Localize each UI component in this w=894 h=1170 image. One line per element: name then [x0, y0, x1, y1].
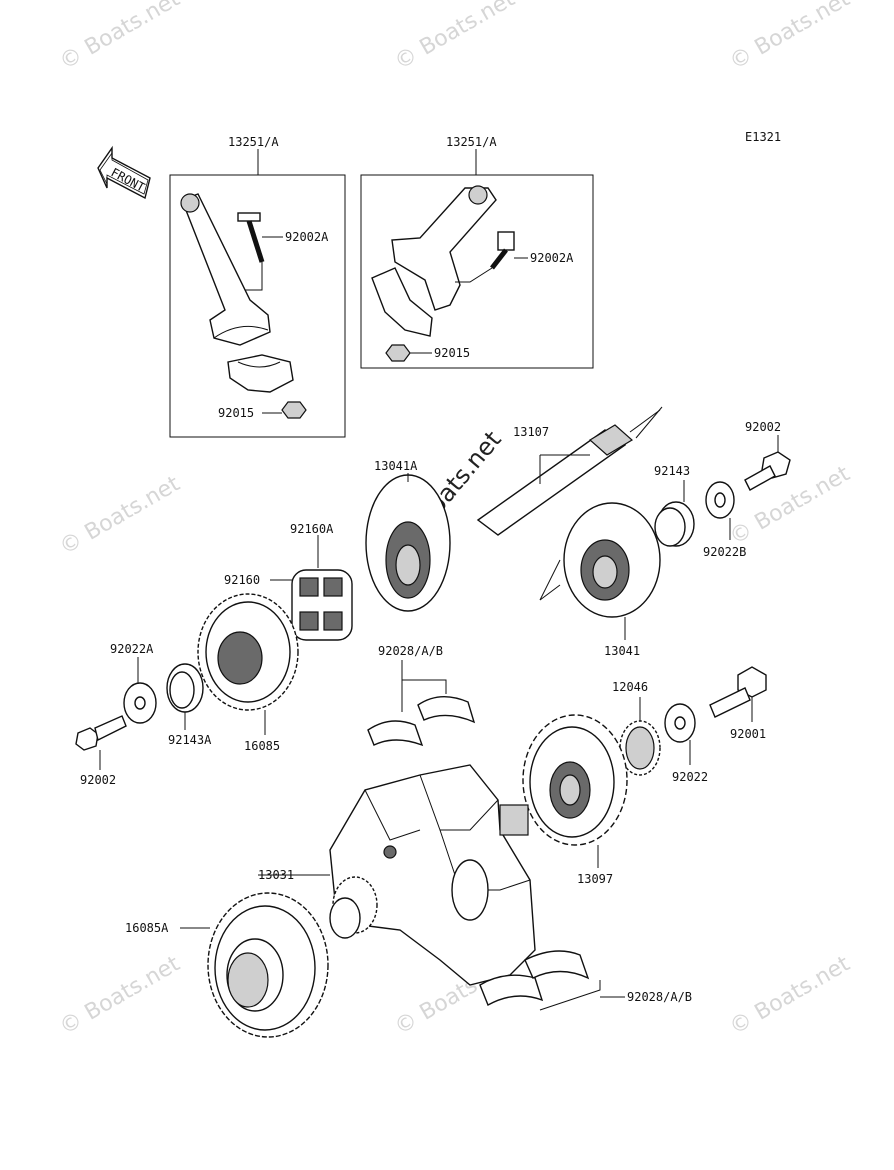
- label-13097: 13097: [577, 872, 613, 886]
- connecting-rod-right: 13251/A 92002A 92015: [360, 135, 594, 369]
- label-92022a: 92022A: [110, 642, 154, 656]
- label-92022: 92022: [672, 770, 708, 784]
- bolt-92001: 92001: [709, 666, 767, 741]
- gear-16085a: 16085A: [125, 892, 329, 1038]
- bearings-92028-bottom: 92028/A/B: [479, 950, 692, 1011]
- washer-92022b: 92022B: [703, 481, 746, 559]
- gear-12046: 12046: [612, 680, 661, 776]
- damper-92160: 92160A 92160: [224, 522, 353, 641]
- label-92001: 92001: [730, 727, 766, 741]
- washer-92022: 92022: [664, 703, 708, 784]
- label-92160: 92160: [224, 573, 260, 587]
- label-12046: 12046: [612, 680, 648, 694]
- label-13107: 13107: [513, 425, 549, 439]
- connecting-rod-left: 13251/A 92002A 92015: [169, 135, 346, 438]
- label-92015-right: 92015: [434, 346, 470, 360]
- label-92160a: 92160A: [290, 522, 334, 536]
- label-92002a-left: 92002A: [285, 230, 329, 244]
- collar-92143a: 92143A: [166, 663, 212, 747]
- gear-13041a: 13041A: [365, 459, 451, 612]
- label-16085: 16085: [244, 739, 280, 753]
- label-92022b: 92022B: [703, 545, 746, 559]
- watermark: © Boats.net: [391, 0, 520, 75]
- bolt-92002-left: 92002: [75, 715, 127, 787]
- watermark: © Boats.net: [56, 951, 185, 1040]
- label-13041a: 13041A: [374, 459, 418, 473]
- bolt-92002-top: 92002: [744, 420, 791, 491]
- label-13041: 13041: [604, 644, 640, 658]
- diagram-code: E1321: [745, 130, 781, 144]
- label-92015-left: 92015: [218, 406, 254, 420]
- watermark: © Boats.net: [56, 0, 185, 75]
- bearings-92028-top: 92028/A/B: [367, 644, 476, 747]
- gear-13097: 13097: [522, 714, 628, 886]
- gear-16085: 16085: [197, 593, 299, 753]
- watermark: © Boats.net: [726, 0, 855, 75]
- label-92028-bottom: 92028/A/B: [627, 990, 692, 1004]
- watermark: © Boats.net: [56, 471, 185, 560]
- sprocket-13041: 13041: [539, 502, 661, 658]
- label-13031: 13031: [258, 868, 294, 882]
- label-16085a: 16085A: [125, 921, 169, 935]
- watermark: © Boats.net: [726, 461, 855, 550]
- front-arrow: FRONT: [97, 145, 151, 200]
- crankshaft-13031: 13031: [258, 764, 536, 986]
- label-13251a-right: 13251/A: [446, 135, 497, 149]
- watermark: © Boats.net: [726, 951, 855, 1040]
- label-92143a: 92143A: [168, 733, 212, 747]
- label-92143: 92143: [654, 464, 690, 478]
- label-92002a-right: 92002A: [530, 251, 574, 265]
- shaft-13107: 13107: [476, 406, 663, 536]
- label-13251a-left: 13251/A: [228, 135, 279, 149]
- label-92002-left: 92002: [80, 773, 116, 787]
- label-92002-top: 92002: [745, 420, 781, 434]
- washer-92022a: 92022A: [110, 642, 157, 724]
- label-92028-top: 92028/A/B: [378, 644, 443, 658]
- collar-92143: 92143: [654, 464, 695, 547]
